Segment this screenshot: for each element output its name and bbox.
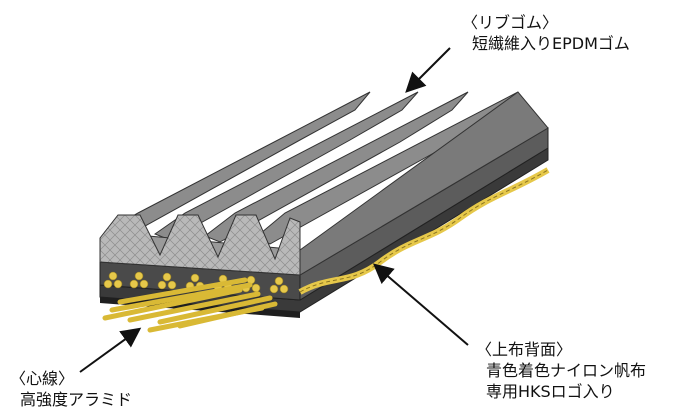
core-cord-heading: 〈心線〉 — [10, 369, 75, 388]
top-fabric-heading: 〈上布背面〉 — [476, 340, 573, 359]
top-fabric-callout: 〈上布背面〉 青色着色ナイロン帆布 専用HKSロゴ入り — [476, 339, 646, 402]
core-cord-text: 高強度アラミド — [20, 390, 133, 409]
rib-rubber-text: 短繊維入りEPDMゴム — [472, 34, 630, 53]
top-fabric-text-1: 青色着色ナイロン帆布 — [486, 361, 647, 380]
top-fabric-text-2: 専用HKSロゴ入り — [486, 382, 615, 401]
rib-rubber-heading: 〈リブゴム〉 — [462, 13, 559, 32]
rib-rubber-callout: 〈リブゴム〉 短繊維入りEPDMゴム — [462, 12, 630, 54]
rib-cross-section — [99, 214, 301, 276]
top-fabric-wave — [298, 167, 550, 295]
top-fabric-arrow — [372, 263, 469, 346]
core-cord-arrow — [79, 327, 142, 373]
core-cord-callout: 〈心線〉 高強度アラミド — [10, 368, 132, 410]
exposed-aramid-cords — [102, 277, 278, 333]
rib-rubber-arrow — [405, 47, 451, 93]
